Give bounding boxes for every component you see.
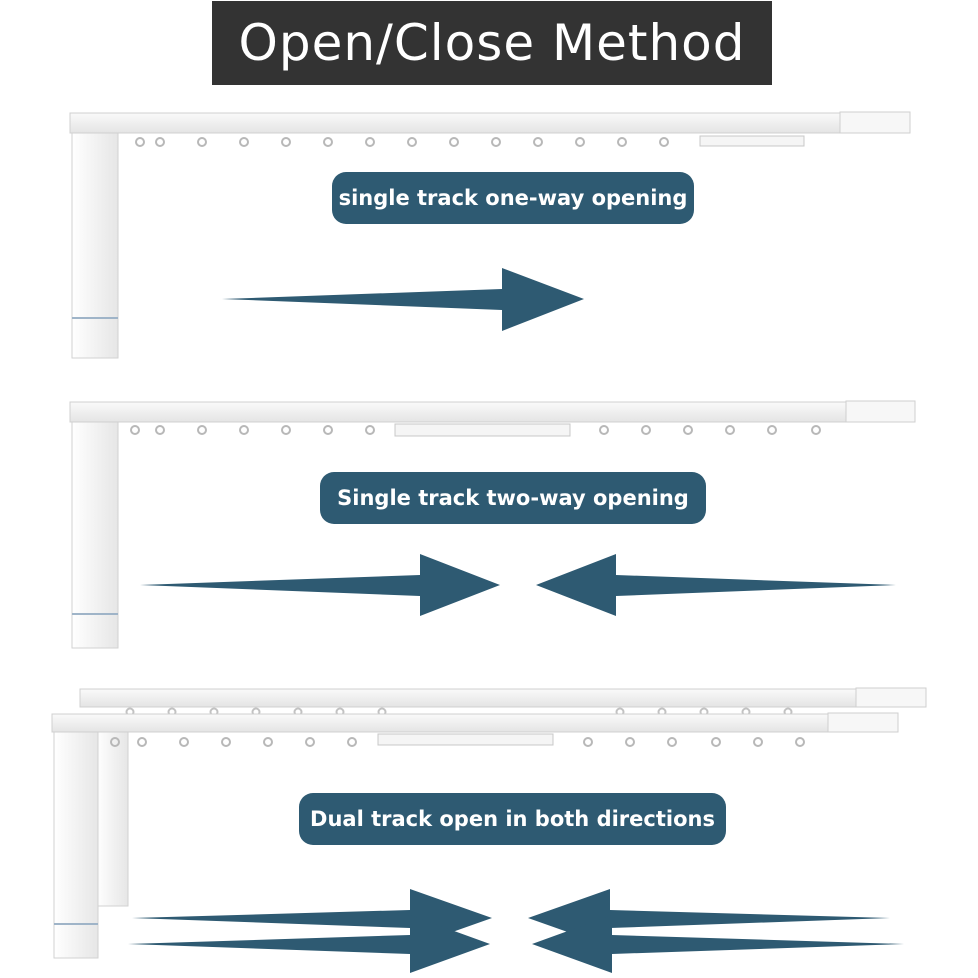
rail-front <box>51 713 899 733</box>
runner-carriage <box>699 135 805 147</box>
track-single-two-way <box>69 400 916 649</box>
rail <box>69 112 911 134</box>
motor-box-front <box>53 729 99 959</box>
arrow-right <box>222 268 584 331</box>
label-dual-track: Dual track open in both directions <box>299 793 726 845</box>
curtain-hooks <box>135 137 669 147</box>
rail-back-end-cap <box>855 687 927 708</box>
rail-end-cap <box>845 400 916 423</box>
track-single-one-way <box>69 111 911 359</box>
curtain-hooks <box>130 425 821 435</box>
arrow-left <box>536 554 896 616</box>
runner-carriage <box>377 733 554 746</box>
arrow-left-back <box>528 889 890 947</box>
rail <box>69 401 916 423</box>
rail-back <box>79 688 927 708</box>
rail-end-cap <box>839 111 911 134</box>
motor-box <box>71 131 119 359</box>
arrow-right <box>140 554 500 616</box>
arrow-left-front <box>532 915 904 973</box>
motor-box-back <box>95 729 129 907</box>
curtain-hooks <box>110 737 805 747</box>
title-banner: Open/Close Method <box>212 1 772 85</box>
track-dual <box>51 687 927 959</box>
arrow-right-front <box>128 915 490 973</box>
label-one-way-opening: single track one-way opening <box>332 172 694 224</box>
label-two-way-opening: Single track two-way opening <box>320 472 706 524</box>
motor-box <box>71 419 119 649</box>
arrow-right-back <box>132 889 492 947</box>
rail-front-end-cap <box>827 712 899 733</box>
page-title: Open/Close Method <box>238 14 746 72</box>
runner-carriage <box>394 423 571 437</box>
